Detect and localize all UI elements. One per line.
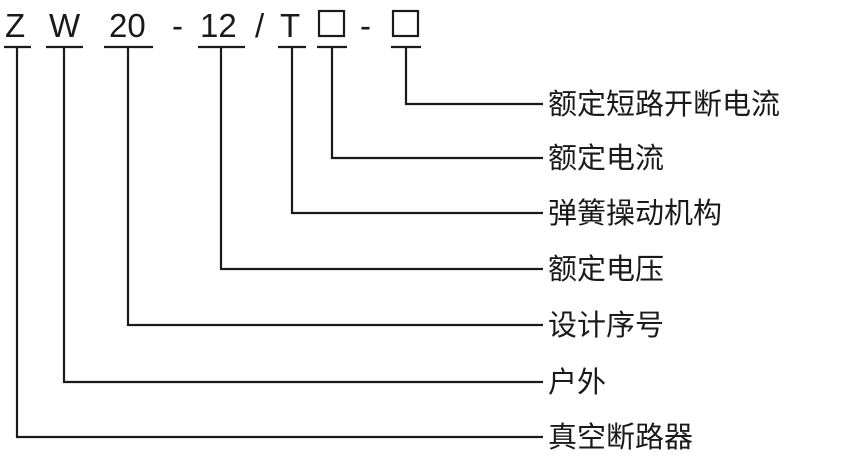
leader-line-rated-voltage <box>219 48 543 271</box>
code-letter-z: Z <box>5 7 25 44</box>
label-spring-mechanism: 弹簧操动机构 <box>548 196 722 230</box>
leader-lines <box>15 48 543 439</box>
label-outdoor: 户外 <box>548 365 606 399</box>
leader-line-outdoor <box>62 48 543 384</box>
code-letter-t: T <box>280 7 300 44</box>
current-placeholder-box <box>317 9 346 38</box>
code-dash: - <box>360 7 371 44</box>
labels: 额定短路开断电流 额定电流 弹簧操动机构 额定电压 设计序号 户外 真空断路器 <box>548 87 780 454</box>
label-rated-voltage: 额定电压 <box>548 252 664 286</box>
leader-line-breaking-current <box>404 48 543 106</box>
leader-line-spring-mechanism <box>290 48 543 215</box>
model-code: Z W 20 - 12 / T - <box>5 7 420 44</box>
leader-line-design-serial <box>126 48 543 327</box>
leader-line-rated-current <box>330 48 543 160</box>
code-dash: - <box>172 7 183 44</box>
label-short-circuit-breaking-current: 额定短路开断电流 <box>548 87 780 121</box>
code-slash: / <box>255 7 265 44</box>
code-design-number: 20 <box>109 7 146 44</box>
label-rated-current: 额定电流 <box>548 141 664 175</box>
label-design-serial: 设计序号 <box>548 308 664 342</box>
code-voltage: 12 <box>200 7 237 44</box>
label-vacuum-breaker: 真空断路器 <box>548 420 693 454</box>
leader-line-vacuum-breaker <box>15 48 543 439</box>
breaking-current-placeholder-box <box>391 9 420 38</box>
code-letter-w: W <box>49 7 81 44</box>
